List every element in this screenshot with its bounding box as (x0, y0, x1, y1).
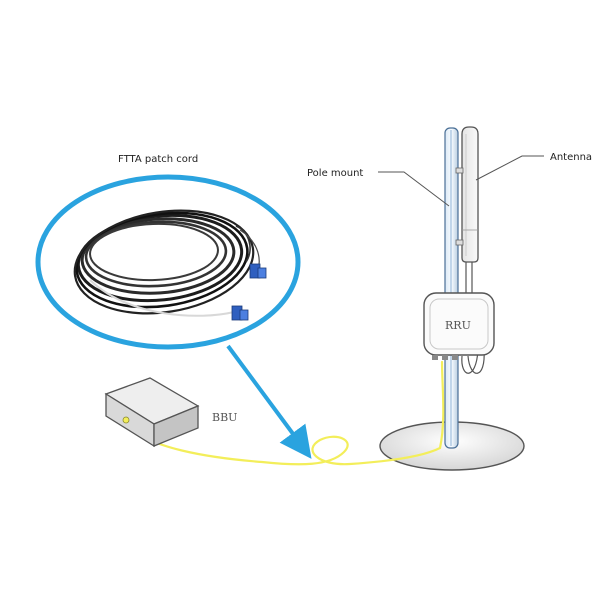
pointer-arrow (228, 346, 302, 446)
antenna-label: Antenna (550, 152, 592, 163)
patch-cord-label: FTTA patch cord (118, 154, 198, 165)
bbu-label: BBU (212, 411, 237, 424)
bbu-unit (106, 378, 198, 446)
rru-unit: RRU (424, 293, 494, 360)
antenna-unit (456, 127, 478, 300)
pole-mount-label: Pole mount (307, 168, 363, 179)
rru-label: RRU (445, 319, 471, 332)
